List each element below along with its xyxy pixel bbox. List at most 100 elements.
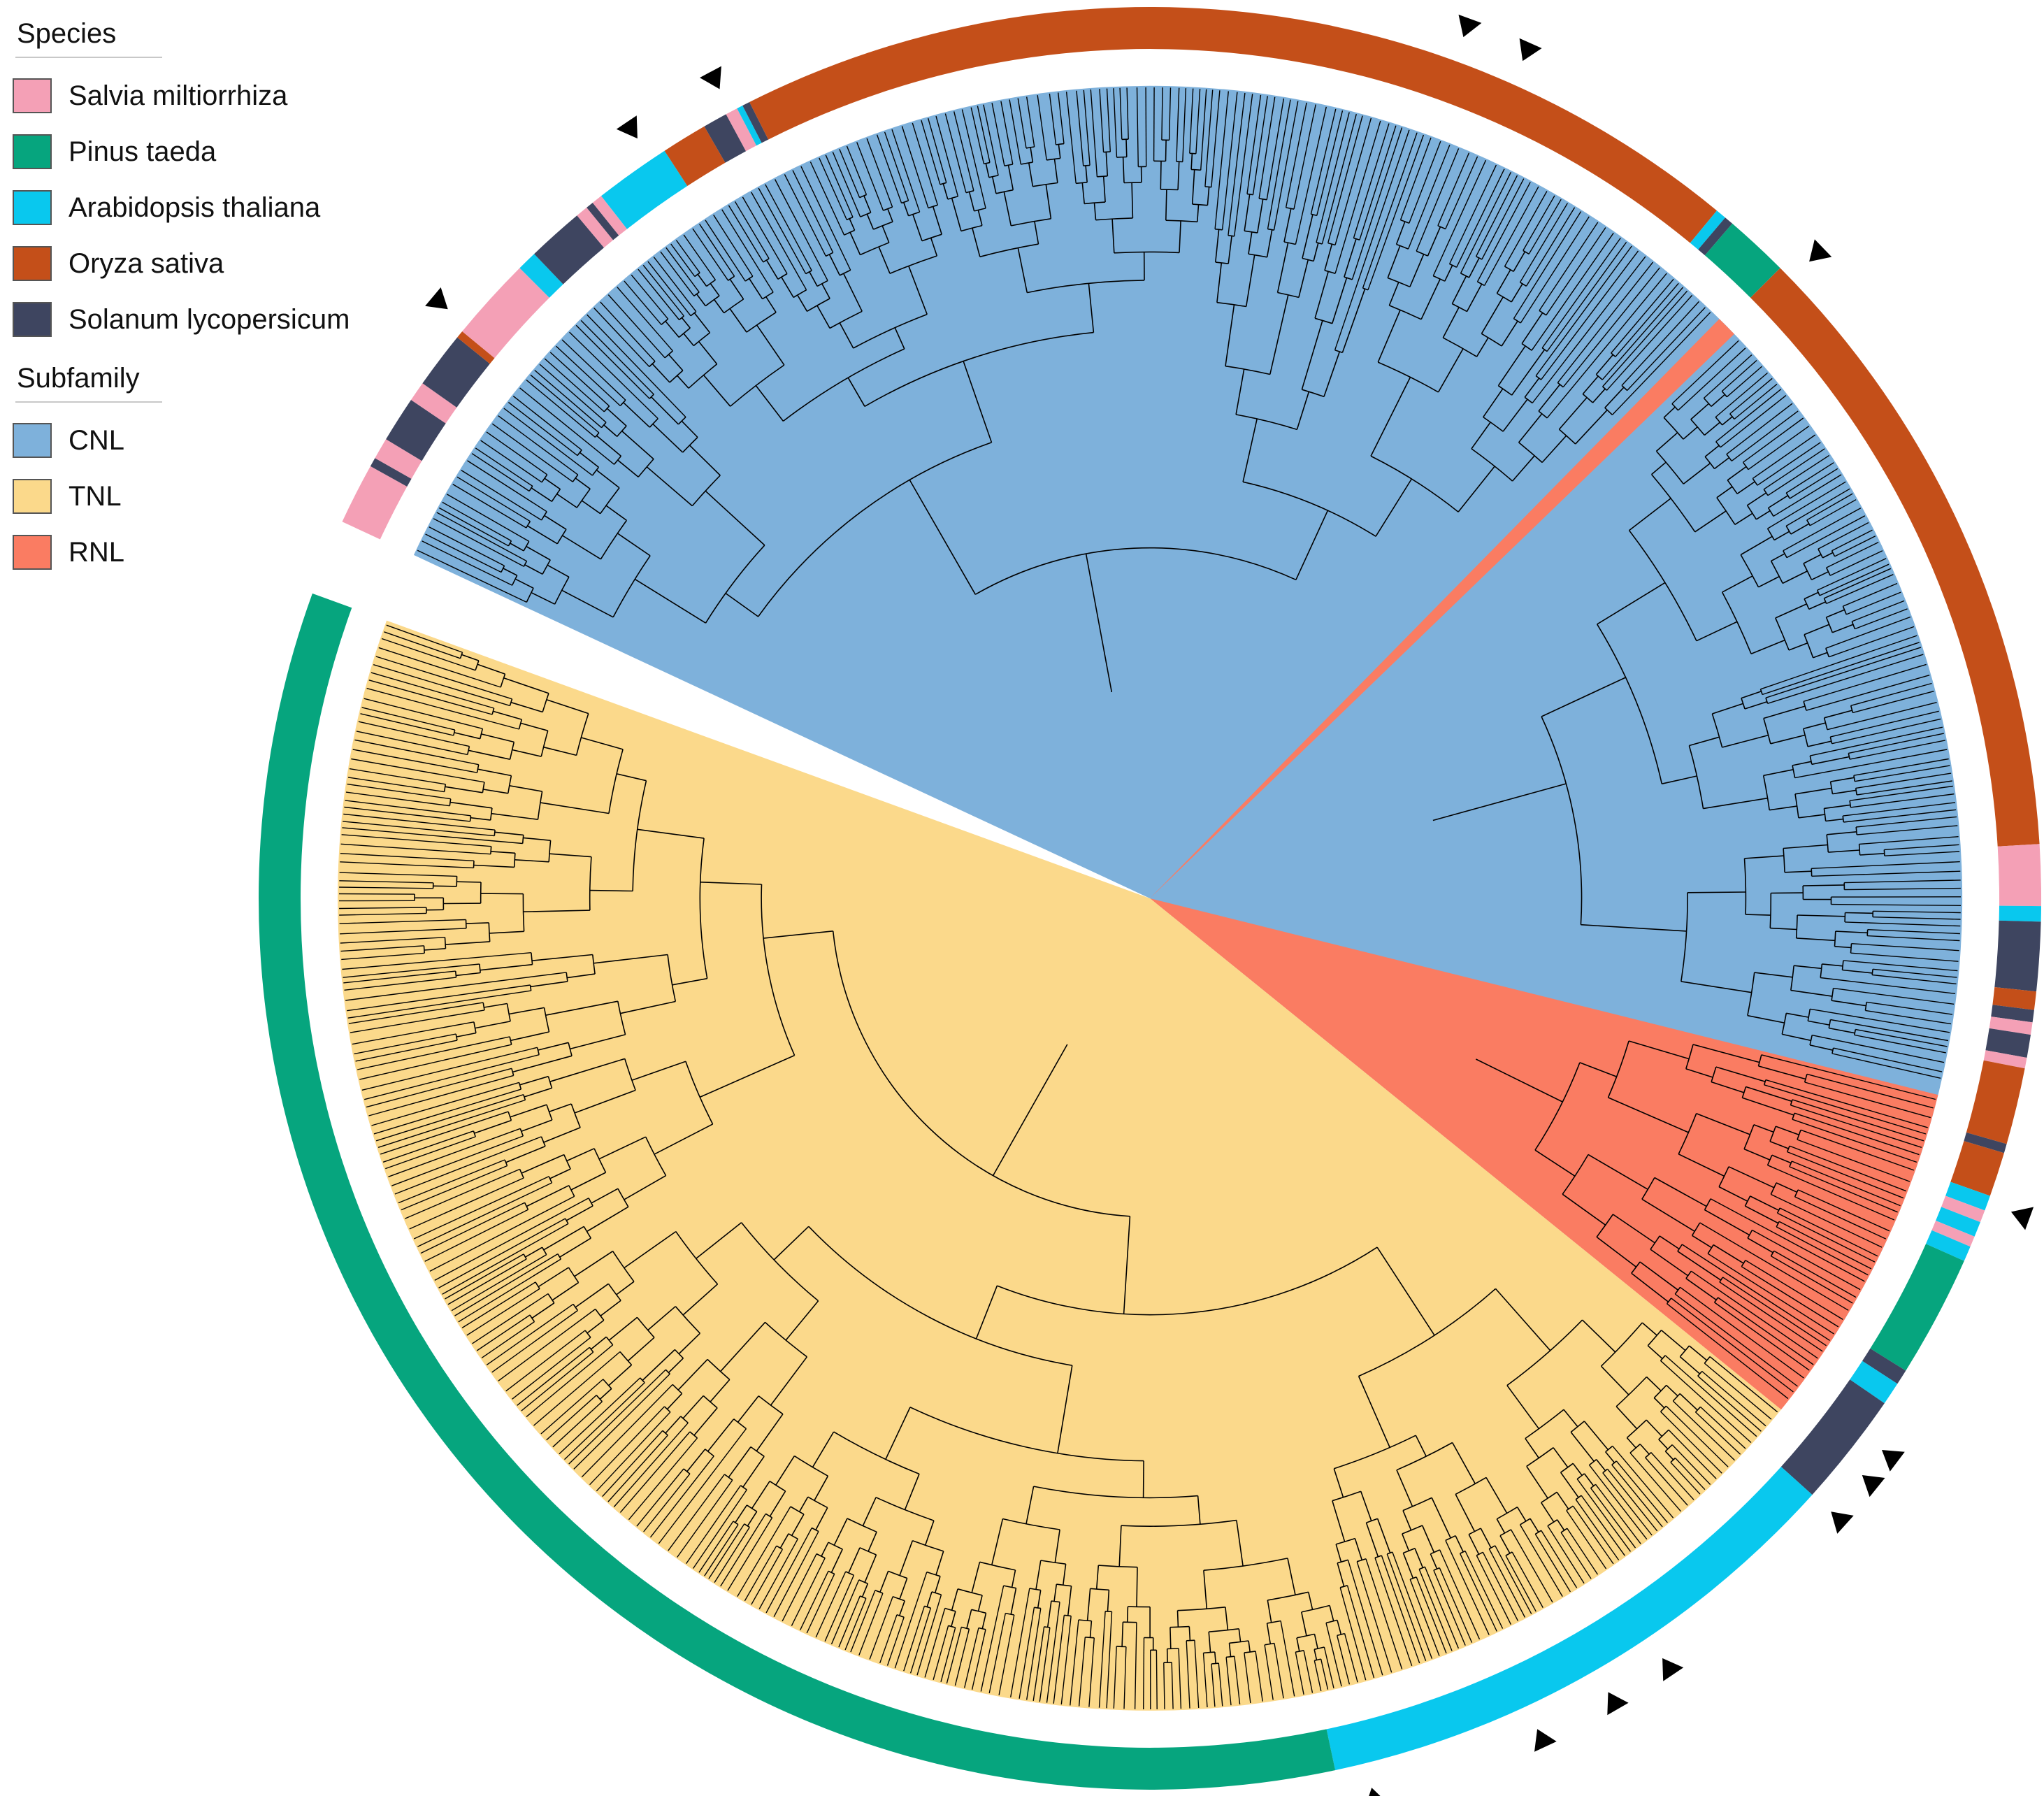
tree-branch [1295, 106, 1327, 245]
tree-branch [1370, 377, 1411, 457]
tree-branch [1228, 236, 1232, 264]
tree-branch [1266, 1623, 1272, 1644]
tree-branch [600, 519, 628, 560]
tree-branch [1798, 814, 1825, 819]
highlight-marker [1519, 38, 1542, 62]
tree-branch [616, 773, 647, 782]
tree-branch [526, 1184, 570, 1207]
marker-layer [425, 14, 2034, 1796]
tree-branch [514, 859, 549, 863]
species-ring-segment [742, 102, 769, 143]
tree-branch [617, 287, 673, 352]
tree-branch [361, 1047, 538, 1091]
tree-branch [1855, 1028, 1948, 1047]
tree-branch [425, 533, 502, 573]
tree-branch [486, 1303, 574, 1365]
tree-branch [1722, 1277, 1827, 1346]
tree-branch [1455, 1535, 1464, 1553]
tree-branch [1160, 189, 1179, 191]
tree-branch [1495, 1545, 1532, 1614]
tree-branch [1752, 434, 1816, 479]
tree-branch [526, 1344, 614, 1418]
tree-branch [1734, 383, 1778, 420]
tree-branch [1650, 1452, 1694, 1500]
tree-branch [1721, 391, 1728, 398]
tree-branch [364, 1054, 540, 1100]
tree-branch [339, 919, 466, 924]
tree-branch [1532, 256, 1646, 403]
tree-branch [398, 1159, 505, 1204]
tree-branch [815, 1507, 828, 1530]
tree-branch [526, 545, 551, 561]
tree-branch [1783, 844, 1828, 849]
tree-branch [1327, 115, 1363, 243]
tree-branch [1803, 722, 1826, 730]
species-ring-segment [342, 466, 408, 540]
tree-branch [773, 1226, 809, 1260]
tree-branch [1039, 1627, 1051, 1702]
tree-branch [1123, 1621, 1137, 1623]
tree-branch [954, 1629, 970, 1686]
tree-branch [1374, 1558, 1413, 1667]
highlight-marker [616, 115, 638, 139]
tree-branch [1666, 1384, 1678, 1397]
tree-branch [688, 364, 718, 389]
tree-branch [875, 1497, 935, 1521]
tree-branch [668, 1358, 684, 1373]
tree-branch [1807, 740, 1831, 747]
tree-branch [477, 663, 505, 675]
tree-branch [1106, 1611, 1113, 1709]
tree-branch [1660, 1360, 1752, 1444]
species-ring-segment [370, 458, 412, 487]
tree-branch [1696, 621, 1738, 642]
tree-branch [1697, 1375, 1762, 1432]
tree-branch [1334, 117, 1372, 245]
tree-branch [856, 142, 884, 211]
tree-branch [543, 746, 577, 756]
tree-branch [624, 1230, 677, 1269]
tree-branch [1376, 1247, 1435, 1336]
tree-branch [1377, 310, 1401, 363]
tree-branch [1505, 1555, 1536, 1612]
tree-branch [800, 1570, 829, 1630]
tree-branch [1215, 229, 1220, 263]
tree-branch [1792, 761, 1812, 766]
tree-branch [370, 672, 494, 709]
tree-branch [1607, 1040, 1629, 1098]
tree-branch [1831, 550, 1836, 557]
tree-branch [1557, 261, 1654, 383]
tree-branch [681, 420, 698, 438]
tree-branch [531, 1302, 555, 1319]
tree-branch [1337, 1620, 1342, 1635]
tree-branch [1365, 1522, 1379, 1558]
tree-branch [935, 1551, 944, 1576]
tree-branch [1853, 775, 1856, 782]
tree-branch [935, 115, 959, 197]
highlight-marker [1831, 1511, 1854, 1534]
tree-branch [1731, 410, 1799, 461]
tree-branch [562, 535, 601, 560]
tree-branch [1736, 481, 1755, 494]
tree-branch [1773, 531, 1790, 541]
tree-branch [1647, 1345, 1663, 1360]
tree-branch [660, 251, 695, 296]
tree-branch [751, 1481, 770, 1509]
tree-branch [512, 1055, 573, 1073]
tree-branch [1203, 1570, 1208, 1609]
tree-branch [1707, 1253, 1834, 1335]
tree-branch [1049, 93, 1057, 145]
tree-branch [1856, 816, 1957, 828]
tree-branch [1859, 836, 1959, 845]
tree-branch [456, 1032, 477, 1037]
tree-branch [1626, 1437, 1636, 1449]
tree-branch [530, 981, 568, 988]
tree-branch [763, 931, 833, 939]
tree-branch [1671, 1444, 1711, 1485]
tree-branch [782, 1553, 817, 1622]
tree-branch [878, 246, 891, 274]
tree-branch [1046, 1600, 1052, 1628]
tree-branch [665, 320, 679, 338]
tree-branch [1808, 1020, 1830, 1026]
species-ring-segment [726, 108, 757, 152]
tree-branch [1714, 457, 1730, 470]
